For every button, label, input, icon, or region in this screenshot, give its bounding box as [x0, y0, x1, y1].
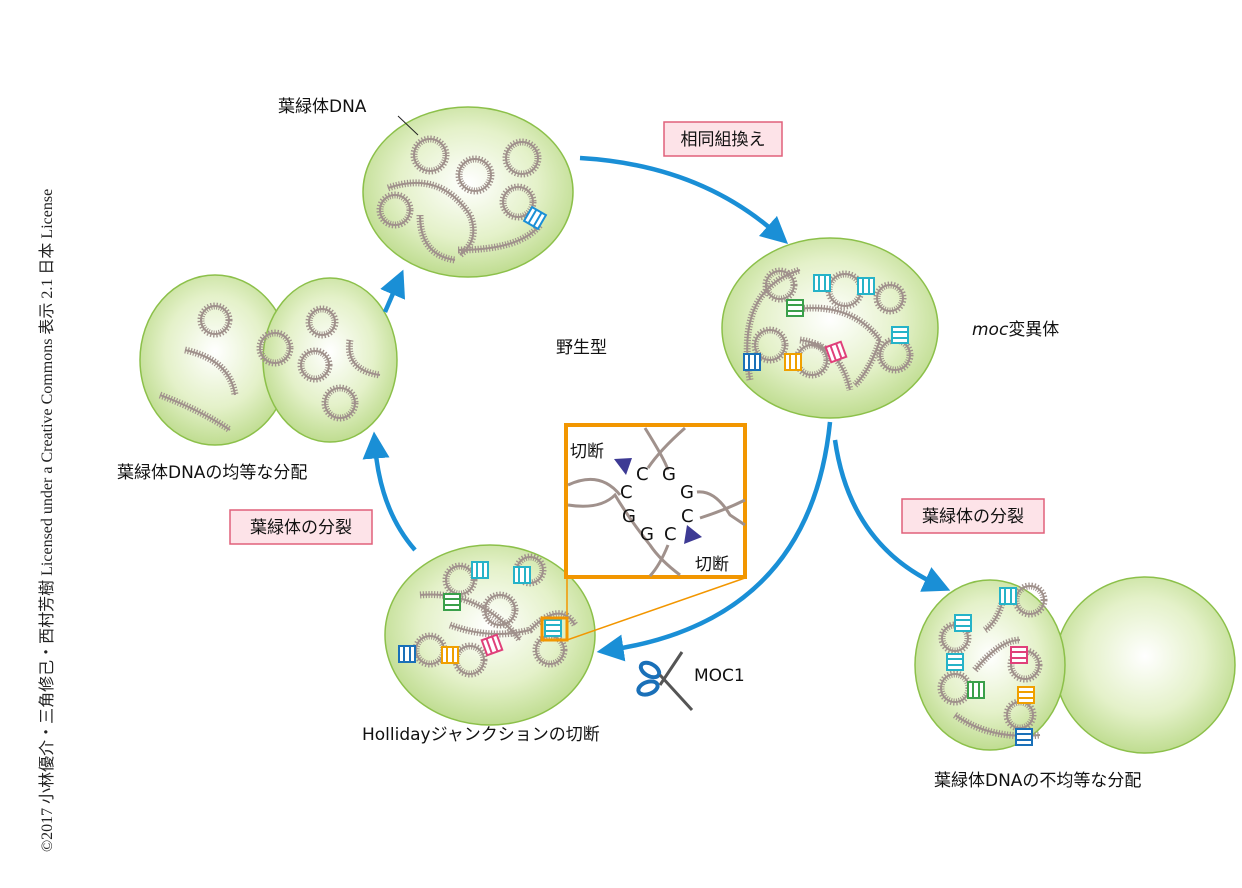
recombination-site-marker: [891, 326, 909, 344]
recombination-site-marker: [513, 566, 531, 584]
svg-text:C: C: [664, 524, 677, 545]
cell-dividing-equal: [139, 274, 398, 446]
svg-text:C: C: [636, 464, 649, 485]
recombination-site-marker: [471, 561, 489, 579]
zoom-line: [566, 577, 746, 641]
svg-text:G: G: [640, 524, 654, 545]
svg-text:C: C: [620, 482, 633, 503]
zoom-source-box: [540, 616, 569, 642]
label-moc-mutant: moc変異体: [972, 320, 1059, 340]
scissors-icon: [636, 651, 694, 712]
box-recombination: 相同組換え: [663, 121, 783, 157]
label-wild-type: 野生型: [556, 338, 607, 358]
recombination-site-marker: [954, 614, 972, 632]
cell-holliday-cleavage: [384, 544, 596, 726]
cell-wild-type: [362, 106, 574, 278]
recombination-site-marker: [824, 340, 848, 364]
arrow-to-unequal: [832, 439, 951, 592]
recombination-site-marker: [967, 681, 985, 699]
holliday-junction-inset: C G C G G C G C 切断 切断: [564, 423, 747, 579]
recombination-site-marker: [544, 619, 562, 637]
recombination-site-marker: [946, 653, 964, 671]
svg-text:葉緑体の分裂: 葉緑体の分裂: [922, 507, 1024, 527]
label-chloroplast-dna: 葉緑体DNA: [278, 97, 367, 117]
recombination-site-marker: [398, 645, 416, 663]
label-moc1: MOC1: [694, 666, 745, 686]
cut-marker-icon: [614, 458, 632, 475]
recombination-site-marker: [1015, 728, 1033, 746]
label-unequal-distribution: 葉緑体DNAの不均等な分配: [934, 771, 1141, 791]
cell-moc-mutant: [721, 237, 939, 419]
cell-dividing-unequal: [914, 576, 1236, 754]
copyright-text: ©2017 小林優介・三角修己・西村芳樹 Licensed under a Cr…: [38, 189, 56, 852]
recombination-site-marker: [443, 593, 461, 611]
svg-text:G: G: [622, 506, 636, 527]
recombination-site-marker: [1017, 686, 1035, 704]
svg-text:葉緑体の分裂: 葉緑体の分裂: [250, 518, 352, 538]
recombination-site-marker: [480, 633, 504, 657]
box-division-left: 葉緑体の分裂: [229, 509, 373, 545]
recombination-site-marker: [522, 205, 548, 231]
cut-label: 切断: [695, 555, 729, 575]
box-division-right: 葉緑体の分裂: [901, 498, 1045, 534]
label-equal-distribution: 葉緑体DNAの均等な分配: [117, 463, 307, 483]
arrow-to-wild-type: [380, 269, 406, 313]
svg-text:G: G: [680, 482, 694, 503]
recombination-site-marker: [786, 299, 804, 317]
cut-marker-icon: [684, 525, 702, 544]
svg-text:G: G: [662, 464, 676, 485]
arrow-to-holliday: [596, 421, 833, 662]
recombination-site-marker: [743, 353, 761, 371]
arrow-to-division: [362, 431, 417, 552]
recombination-site-marker: [441, 646, 459, 664]
recombination-site-marker: [813, 274, 831, 292]
recombination-site-marker: [1010, 646, 1028, 664]
recombination-site-marker: [999, 587, 1017, 605]
label-holliday-cleavage: Hollidayジャンクションの切断: [362, 725, 600, 745]
svg-text:相同組換え: 相同組換え: [681, 130, 766, 150]
recombination-site-marker: [784, 353, 802, 371]
arrow-to-moc: [579, 155, 789, 245]
svg-text:C: C: [681, 506, 694, 527]
recombination-site-marker: [857, 277, 875, 295]
cut-label: 切断: [570, 442, 604, 462]
